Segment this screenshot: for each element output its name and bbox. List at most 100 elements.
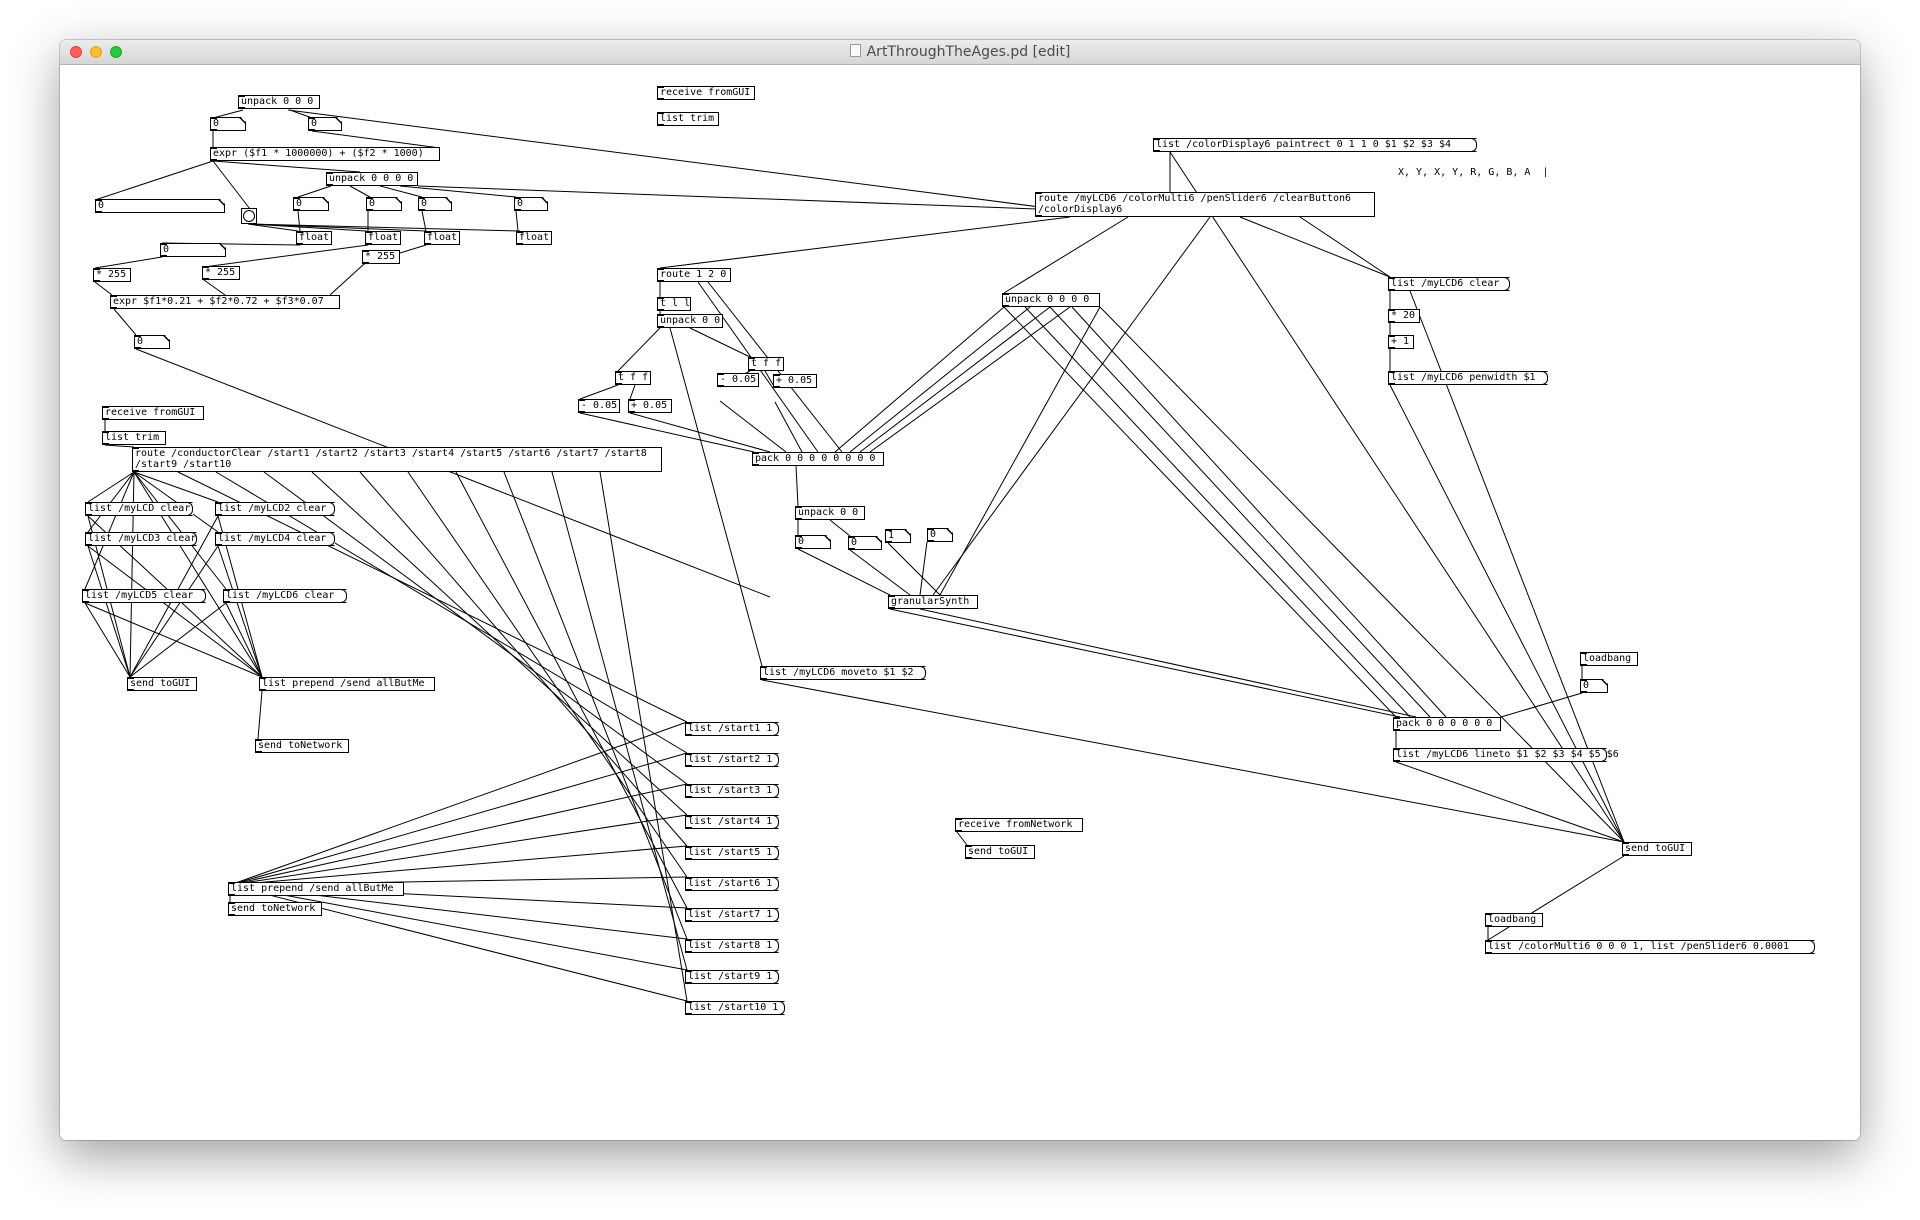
- inlet[interactable]: [93, 268, 100, 270]
- inlet[interactable]: [210, 117, 217, 119]
- patch-cord[interactable]: [869, 306, 1071, 453]
- inlet[interactable]: [259, 677, 266, 679]
- inlet[interactable]: [657, 112, 664, 114]
- outlet[interactable]: [885, 541, 892, 543]
- inlet[interactable]: [685, 846, 692, 848]
- outlet[interactable]: [760, 678, 767, 680]
- outlet[interactable]: [228, 894, 235, 896]
- patch-cord[interactable]: [617, 327, 661, 372]
- outlet[interactable]: [657, 98, 664, 100]
- patch-cord[interactable]: [229, 721, 688, 886]
- outlet[interactable]: [102, 418, 109, 420]
- object-box[interactable]: unpack 0 0 0 0: [1002, 293, 1100, 307]
- close-button[interactable]: [70, 46, 82, 58]
- inlet[interactable]: [160, 243, 167, 245]
- patch-cord[interactable]: [212, 160, 251, 210]
- inlet[interactable]: [95, 199, 102, 201]
- object-box[interactable]: * 255: [362, 250, 400, 264]
- inlet[interactable]: [685, 939, 692, 941]
- patch-cord[interactable]: [129, 545, 219, 678]
- object-box[interactable]: send toGUI: [127, 677, 197, 691]
- patch-cord[interactable]: [229, 752, 688, 886]
- patch-cord[interactable]: [104, 444, 135, 448]
- inlet[interactable]: [326, 172, 333, 174]
- message-box[interactable]: list /myLCD6 penwidth $1: [1388, 371, 1548, 385]
- inlet[interactable]: [223, 589, 230, 591]
- patch-cord[interactable]: [133, 471, 227, 590]
- outlet[interactable]: [748, 369, 755, 371]
- patch-cord[interactable]: [407, 471, 688, 878]
- outlet[interactable]: [752, 464, 759, 466]
- patch-cord[interactable]: [87, 545, 263, 678]
- object-box[interactable]: send toGUI: [1622, 842, 1692, 856]
- object-box[interactable]: list prepend /send allButMe: [259, 677, 435, 691]
- object-box[interactable]: float: [296, 231, 332, 245]
- inlet[interactable]: [1388, 335, 1395, 337]
- inlet[interactable]: [514, 197, 521, 199]
- message-box[interactable]: list /start6 1: [685, 877, 779, 891]
- patch-cord[interactable]: [263, 471, 688, 785]
- message-box[interactable]: list /myLCD5 clear: [82, 589, 206, 603]
- outlet[interactable]: [1388, 383, 1395, 385]
- number-box[interactable]: 0: [795, 535, 831, 549]
- outlet[interactable]: [215, 544, 222, 546]
- inlet[interactable]: [238, 95, 245, 97]
- patch-cord[interactable]: [212, 109, 244, 119]
- outlet[interactable]: [717, 385, 724, 387]
- patch-cord[interactable]: [289, 109, 313, 119]
- outlet[interactable]: [685, 796, 692, 798]
- patch-cord[interactable]: [1487, 855, 1625, 941]
- inlet[interactable]: [1622, 842, 1629, 844]
- message-box[interactable]: list /myLCD3 clear: [85, 532, 197, 546]
- outlet[interactable]: [365, 243, 372, 245]
- inlet[interactable]: [102, 431, 109, 433]
- message-box[interactable]: list /start8 1: [685, 939, 779, 953]
- inlet[interactable]: [215, 532, 222, 534]
- outlet[interactable]: [685, 858, 692, 860]
- patch-cord[interactable]: [329, 263, 365, 296]
- patch-cord[interactable]: [87, 545, 131, 678]
- inlet[interactable]: [615, 371, 622, 373]
- number-box[interactable]: 0: [848, 536, 882, 550]
- inlet[interactable]: [82, 589, 89, 591]
- patch-cord[interactable]: [311, 130, 441, 149]
- number-box[interactable]: 0: [366, 197, 402, 211]
- object-box[interactable]: send toNetwork: [255, 739, 349, 753]
- message-box[interactable]: list /myLCD4 clear: [215, 532, 335, 546]
- outlet[interactable]: [228, 914, 235, 916]
- patch-cord[interactable]: [225, 602, 263, 678]
- inlet[interactable]: [134, 335, 141, 337]
- patch-cord[interactable]: [1049, 306, 1431, 718]
- inlet[interactable]: [657, 268, 664, 270]
- outlet[interactable]: [210, 129, 217, 131]
- outlet[interactable]: [1153, 150, 1160, 152]
- inlet[interactable]: [85, 502, 92, 504]
- patch-cord[interactable]: [849, 306, 1031, 453]
- outlet[interactable]: [1485, 952, 1492, 954]
- outlet[interactable]: [685, 827, 692, 829]
- outlet[interactable]: [516, 243, 523, 245]
- inlet[interactable]: [1002, 293, 1009, 295]
- message-box[interactable]: list /start10 1: [685, 1001, 785, 1015]
- patch-cord[interactable]: [84, 602, 263, 678]
- patch-cord[interactable]: [229, 783, 688, 886]
- object-box[interactable]: loadbang: [1580, 652, 1638, 666]
- object-box[interactable]: receive fromGUI: [657, 86, 755, 100]
- patch-cord[interactable]: [247, 223, 299, 232]
- message-box[interactable]: list /myLCD6 moveto $1 $2: [760, 666, 926, 680]
- patch-cord[interactable]: [379, 185, 423, 198]
- number-box[interactable]: 0: [927, 528, 953, 542]
- outlet[interactable]: [308, 129, 315, 131]
- object-box[interactable]: unpack 0 0 0: [238, 95, 320, 109]
- patch-cord[interactable]: [359, 471, 688, 847]
- number-box[interactable]: 0: [418, 197, 452, 211]
- patch-cord[interactable]: [229, 814, 688, 886]
- patch-cord[interactable]: [579, 412, 755, 453]
- patch-cord[interactable]: [889, 608, 1401, 718]
- patch-cord[interactable]: [455, 471, 688, 909]
- message-box[interactable]: list /start3 1: [685, 784, 779, 798]
- patch-cord[interactable]: [1299, 216, 1391, 278]
- outlet[interactable]: [685, 1013, 692, 1015]
- object-box[interactable]: + 0.05: [773, 374, 817, 388]
- outlet[interactable]: [1388, 289, 1395, 291]
